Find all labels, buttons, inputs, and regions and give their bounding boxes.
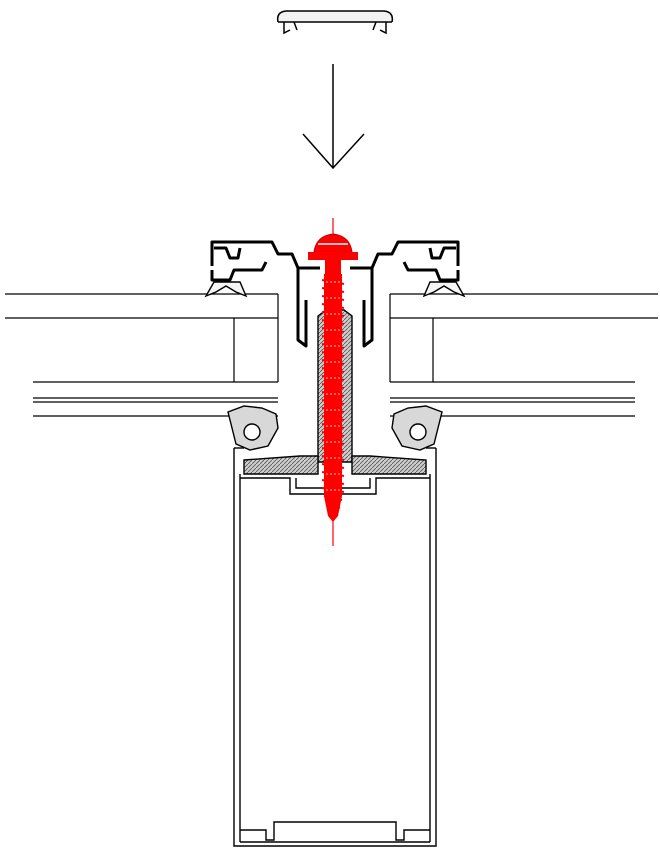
right-glass-panel bbox=[389, 293, 658, 417]
arrow-down-icon bbox=[302, 64, 365, 170]
outer-gaskets bbox=[204, 281, 466, 298]
screw-icon bbox=[308, 218, 358, 546]
left-glass-panel bbox=[5, 293, 279, 417]
pressure-plate bbox=[210, 240, 460, 348]
inner-gaskets bbox=[227, 405, 443, 451]
cover-cap bbox=[276, 10, 394, 35]
